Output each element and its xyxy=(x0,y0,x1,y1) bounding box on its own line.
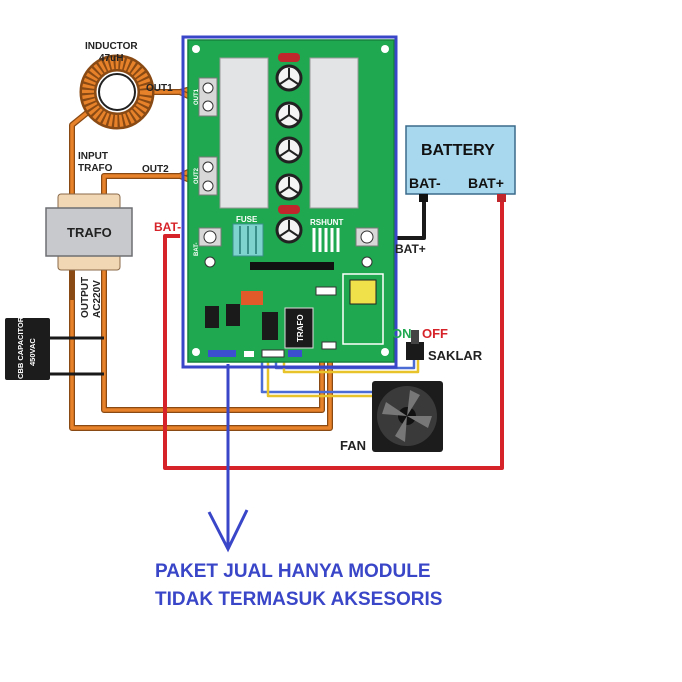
fan xyxy=(372,381,443,452)
bat-plus-wire-label: BAT+ xyxy=(395,242,426,256)
wire-switch-yellow xyxy=(282,356,420,374)
arrow-down-icon xyxy=(207,364,249,553)
out2-label: OUT2 xyxy=(142,164,169,175)
header-connector xyxy=(250,262,334,270)
trafo xyxy=(45,193,133,271)
rshunt xyxy=(312,228,340,252)
board-trafo xyxy=(284,307,314,349)
fuse-label: FUSE xyxy=(236,215,258,224)
notice-line-2: TIDAK TERMASUK AKSESORIS xyxy=(155,589,443,610)
bat-minus-wire-label: BAT- xyxy=(154,220,181,234)
output-label-1: OUTPUT xyxy=(80,277,91,318)
pcb-module xyxy=(187,39,395,363)
terminal-bat-label: BAT- xyxy=(194,242,200,256)
terminals-out2 xyxy=(198,156,218,196)
inductor-value-label: 47uH xyxy=(99,53,123,64)
fan-label: FAN xyxy=(340,438,366,453)
board-capacitors xyxy=(275,64,303,244)
trafo-label: TRAFO xyxy=(67,225,112,240)
board-trafo-label: TRAFO xyxy=(296,314,305,342)
capacitor-label-2: 450VAC xyxy=(28,338,37,366)
battery-plus-label: BAT+ xyxy=(468,175,504,191)
rshunt-label: RSHUNT xyxy=(310,218,343,227)
input-trafo-label-2: TRAFO xyxy=(78,163,113,174)
terminal-bat-minus xyxy=(198,227,222,247)
terminal-out2-label: OUT2 xyxy=(194,167,200,184)
terminal-out1-label: OUT1 xyxy=(194,88,200,105)
cbb-capacitor xyxy=(5,318,50,380)
terminals-out1 xyxy=(198,77,218,117)
terminal-bat-plus xyxy=(355,227,379,247)
battery-minus-label: BAT- xyxy=(409,175,441,191)
wire-bat-plus xyxy=(163,198,504,470)
battery-label: BATTERY xyxy=(421,142,495,159)
inductor xyxy=(79,54,155,130)
switch-off-label: OFF xyxy=(422,326,448,341)
switch xyxy=(406,330,424,360)
output-label-2: AC220V xyxy=(92,280,103,318)
notice-line-1: PAKET JUAL HANYA MODULE xyxy=(155,561,431,582)
module-outline xyxy=(181,35,398,369)
battery xyxy=(405,125,516,202)
heatsink-right xyxy=(309,57,359,209)
switch-on-label: ON xyxy=(392,326,412,341)
wire-fan-yellow xyxy=(266,356,378,398)
heatsink-left xyxy=(219,57,269,209)
inductor-label: INDUCTOR xyxy=(85,41,138,52)
switch-label: SAKLAR xyxy=(428,348,483,363)
capacitor-label-1: CBB CAPACITOR xyxy=(16,316,25,379)
out1-label: OUT1 xyxy=(146,83,173,94)
input-trafo-label-1: INPUT xyxy=(78,151,108,162)
wire-capacitor xyxy=(50,336,104,376)
